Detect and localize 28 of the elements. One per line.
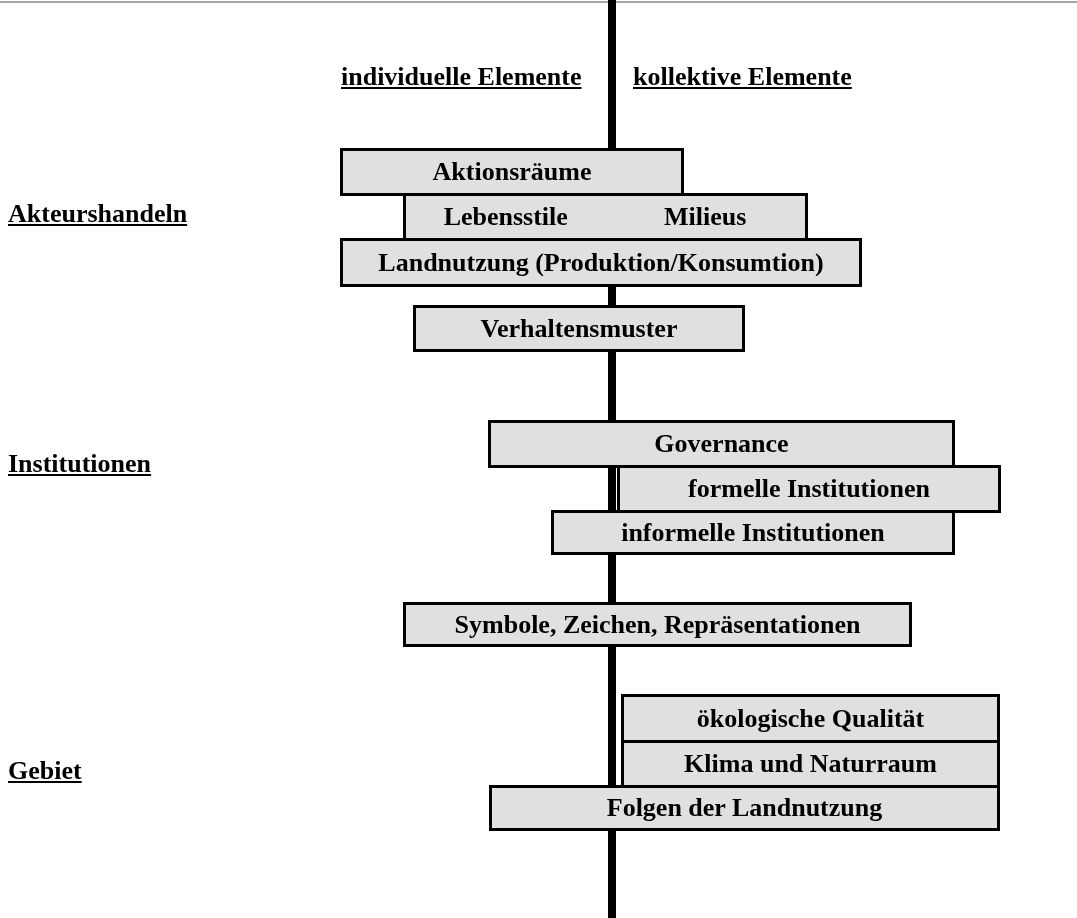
label-box	[340, 148, 684, 196]
label-box	[488, 420, 955, 468]
column-heading: kollektive Elemente	[633, 62, 852, 92]
box-label: formelle Institutionen	[687, 473, 931, 505]
label-box	[617, 465, 1001, 513]
box-label: Verhaltensmuster	[479, 312, 679, 345]
label-box	[621, 740, 1000, 788]
label-box	[403, 602, 912, 647]
label-box	[340, 238, 862, 287]
row-heading: Akteurshandeln	[8, 199, 188, 229]
label-box	[403, 193, 808, 241]
box-label: Landnutzung (Produktion/Konsumtion)	[377, 246, 825, 279]
row-heading: Institutionen	[8, 449, 152, 479]
box-label: Milieus	[663, 201, 748, 233]
label-box	[551, 510, 955, 555]
box-label: Folgen der Landnutzung	[605, 792, 884, 824]
box-label: ökologische Qualität	[695, 702, 926, 735]
label-box	[489, 785, 1000, 831]
box-label: informelle Institutionen	[620, 516, 886, 549]
label-box	[413, 305, 745, 352]
box-label: Aktionsräume	[431, 156, 593, 188]
column-heading: individuelle Elemente	[341, 62, 582, 92]
box-label: Governance	[653, 428, 790, 460]
label-box	[621, 694, 1000, 743]
row-heading: Gebiet	[8, 756, 82, 786]
box-label: Klima und Naturraum	[683, 748, 938, 780]
box-label: Symbole, Zeichen, Repräsentationen	[453, 608, 862, 641]
box-label: Lebensstile	[442, 201, 569, 233]
